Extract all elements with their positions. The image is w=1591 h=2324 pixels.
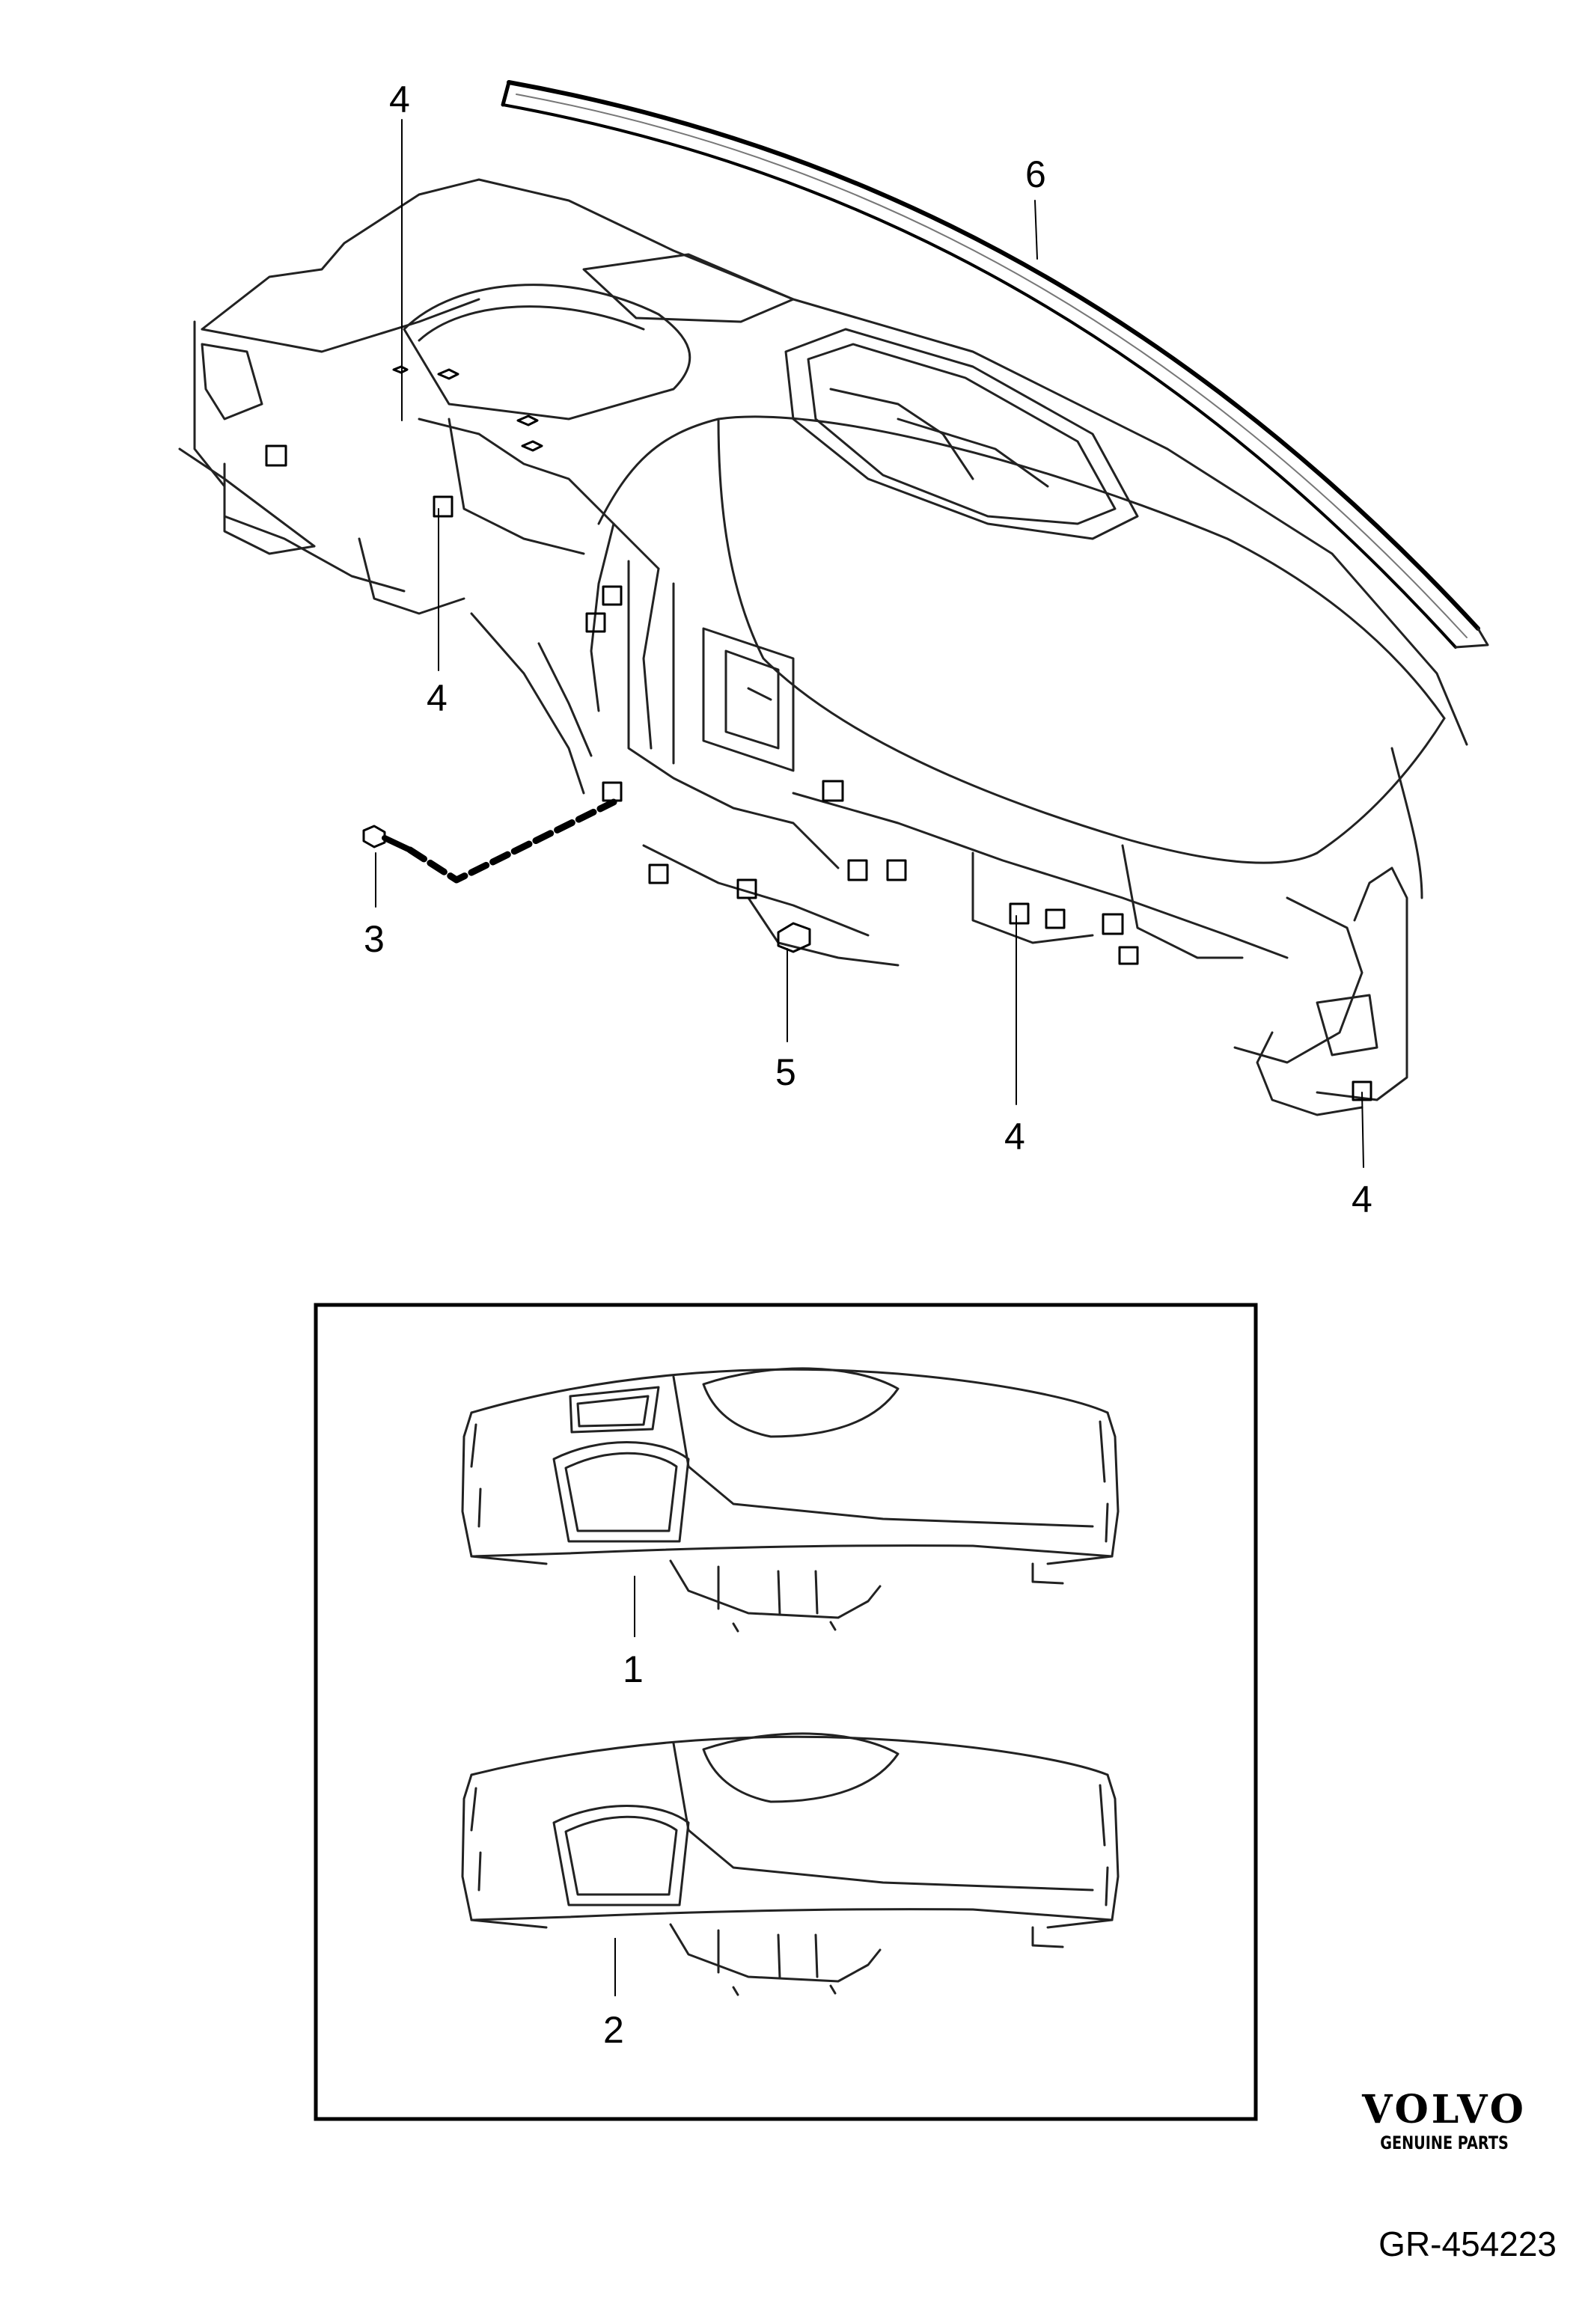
clip (847, 859, 868, 881)
clip (602, 585, 623, 606)
callout-2: 2 (603, 2009, 624, 2051)
screw-shank (382, 835, 413, 853)
clip (1102, 913, 1124, 935)
bracket (777, 922, 811, 953)
brand-name: VOLVO (1362, 2087, 1527, 2132)
screw-assembly (362, 798, 617, 884)
callout-6: 6 (1025, 153, 1046, 195)
dashboard-assembly-view (178, 80, 1489, 1168)
clip (265, 444, 287, 467)
callout-4-center: 4 (1004, 1116, 1025, 1158)
nut (392, 365, 409, 374)
callout-4-left: 4 (427, 677, 448, 719)
nut (521, 440, 543, 452)
clip (1045, 908, 1066, 929)
assembly-line (406, 798, 617, 884)
volvo-logo: VOLVO GENUINE PARTS (1347, 2087, 1542, 2154)
dashboard-variant-1 (461, 1367, 1120, 1633)
variant-inset-frame (314, 1303, 1258, 2121)
clip (1009, 902, 1030, 925)
screw-head (362, 825, 386, 848)
clip (822, 780, 844, 802)
retainer-clips (265, 365, 1372, 1101)
nut (437, 368, 459, 380)
dashboard-frame (178, 178, 1468, 1116)
callout-1: 1 (623, 1648, 644, 1690)
nut (516, 415, 539, 426)
clip (585, 612, 606, 633)
callout-5: 5 (775, 1051, 796, 1093)
callout-4-top: 4 (389, 79, 410, 120)
brand-tagline: GENUINE PARTS (1380, 2132, 1509, 2153)
clip (602, 781, 623, 802)
clip (433, 495, 454, 518)
clip (736, 878, 757, 899)
clip (1118, 946, 1139, 965)
callout-4-right: 4 (1352, 1178, 1372, 1220)
leader-lines (375, 119, 1364, 1168)
clip (648, 863, 669, 884)
dashboard-variant-2 (461, 1732, 1120, 1996)
clip (886, 859, 907, 881)
drawing-number: GR-454223 (1378, 2224, 1557, 2263)
windscreen-trim-strip (501, 80, 1489, 649)
callout-3: 3 (364, 918, 385, 960)
